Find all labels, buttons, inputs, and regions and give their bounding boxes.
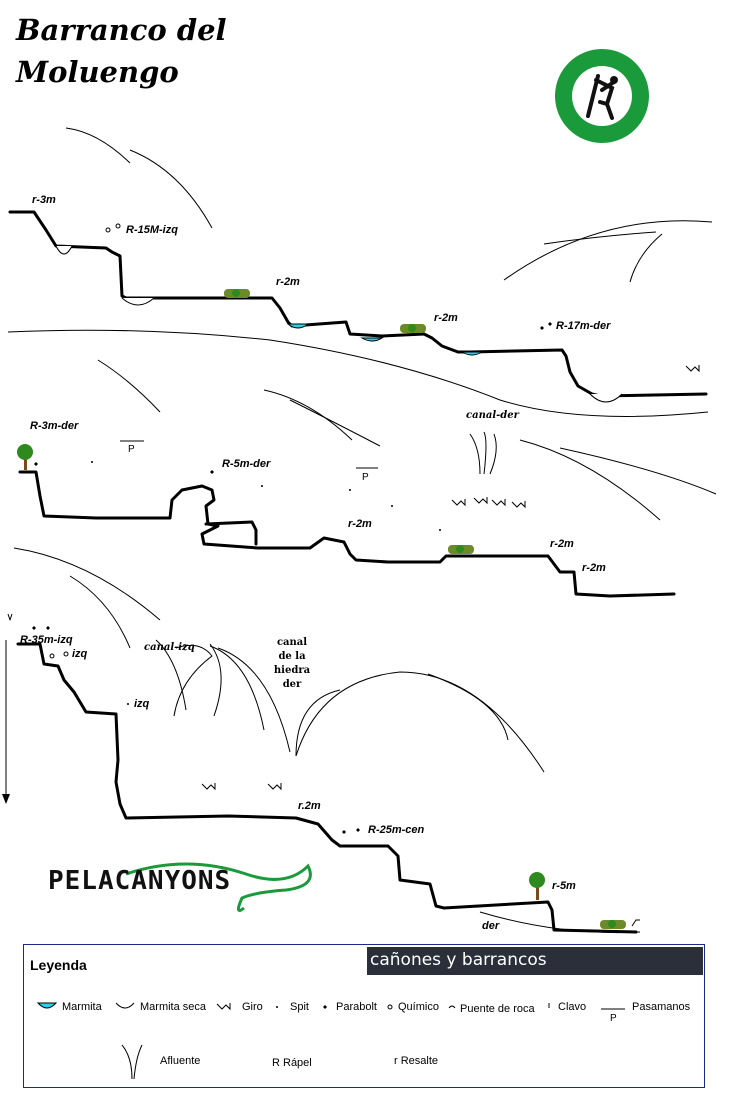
puente-icon xyxy=(448,1005,456,1009)
brand-swirl-graphic xyxy=(125,862,312,912)
legend-resalte: r Resalte xyxy=(394,1055,439,1067)
label-r2m-b: r-2m xyxy=(434,312,458,324)
legend-title: Leyenda xyxy=(30,957,87,973)
legend-afluente-label: Afluente xyxy=(160,1055,201,1067)
clavo-icon xyxy=(548,1003,550,1008)
pasamanos-icon xyxy=(601,1008,625,1010)
label-r2m-f: r.2m xyxy=(298,800,321,812)
legend-parabolt: Parabolt xyxy=(322,1001,377,1013)
legend-clavo-label: Clavo xyxy=(558,1001,587,1013)
legend-parabolt-label: Parabolt xyxy=(336,1001,377,1013)
legend-spit-label: Spit xyxy=(290,1001,309,1013)
brand-text: PELACANYONS xyxy=(48,866,232,896)
label-r2m-e: r-2m xyxy=(582,562,606,574)
legend-giro: Giro xyxy=(216,1001,263,1013)
label-R17: R-17m-der xyxy=(556,320,611,332)
label-canal-der: canal-der xyxy=(466,410,519,421)
label-r2m-a: r-2m xyxy=(276,276,300,288)
pasamanos-mark-2: P xyxy=(362,472,369,483)
pelacanyons-brand: PELACANYONS xyxy=(46,858,318,916)
legend-afluente: Afluente xyxy=(120,1043,200,1080)
label-canal-hiedra-3: hiedra xyxy=(273,665,311,676)
label-izq-2: izq xyxy=(134,698,150,710)
page-title-line2: Moluengo xyxy=(16,55,179,89)
legend-marmita-seca: Marmita seca xyxy=(114,1001,206,1013)
legend-pasamanos-label: Pasamanos xyxy=(632,1001,691,1013)
legend-banner: cañones y barrancos xyxy=(367,947,703,975)
label-izq-1: izq xyxy=(72,648,88,660)
label-canal-hiedra-2: de la xyxy=(278,651,306,662)
legend-pasamanos-p: P xyxy=(610,1013,617,1024)
canyon-profile-drawing xyxy=(2,127,717,934)
legend-pasamanos: P Pasamanos xyxy=(600,1001,691,1024)
afluente-icon xyxy=(121,1044,143,1080)
label-R3m-der: R-3m-der xyxy=(30,420,79,432)
label-canal-hiedra: canal de la hiedra der xyxy=(272,636,312,692)
legend-quimico: Químico xyxy=(386,1001,439,1013)
label-r2m-c: r-2m xyxy=(348,518,372,530)
club-logo xyxy=(552,46,652,146)
giro-icon xyxy=(216,1003,231,1011)
label-r2m-d: r-2m xyxy=(550,538,574,550)
legend-giro-label: Giro xyxy=(242,1001,263,1013)
label-canal-hiedra-1: canal xyxy=(276,637,308,648)
label-canal-hiedra-4: der xyxy=(282,679,302,690)
label-R5m-der: R-5m-der xyxy=(222,458,271,470)
page-title-line1: Barranco del xyxy=(16,13,227,47)
legend-banner-text: cañones y barrancos xyxy=(370,950,547,970)
legend-puente-label: Puente de roca xyxy=(460,1003,535,1015)
legend-marmita-seca-label: Marmita seca xyxy=(140,1001,207,1013)
label-R15: R-15M-izq xyxy=(126,224,178,236)
legend-marmita: Marmita xyxy=(36,1001,102,1013)
legend-spit: Spit xyxy=(274,1001,309,1013)
legend-rapel: R Rápel xyxy=(272,1057,312,1069)
label-r5m: r-5m xyxy=(552,880,576,892)
legend-puente: Puente de roca xyxy=(448,1003,535,1015)
marmita-icon xyxy=(36,1002,58,1009)
legend-clavo: Clavo xyxy=(546,1001,586,1013)
spit-icon xyxy=(276,1006,278,1008)
legend-quimico-label: Químico xyxy=(398,1001,439,1013)
label-canal-izq: canal-izq xyxy=(144,642,195,653)
label-r3m: r-3m xyxy=(32,194,56,206)
pasamanos-mark-1: P xyxy=(128,444,135,455)
quimico-icon xyxy=(387,1004,393,1010)
parabolt-icon xyxy=(323,1005,327,1009)
label-der: der xyxy=(482,920,500,932)
marmita-seca-icon xyxy=(115,1002,135,1009)
legend-box: Leyenda cañones y barrancos Marmita Marm… xyxy=(23,944,705,1088)
legend-marmita-label: Marmita xyxy=(62,1001,102,1013)
label-R25: R-25m-cen xyxy=(368,824,425,836)
label-R35: R-35m-izq xyxy=(20,634,73,646)
